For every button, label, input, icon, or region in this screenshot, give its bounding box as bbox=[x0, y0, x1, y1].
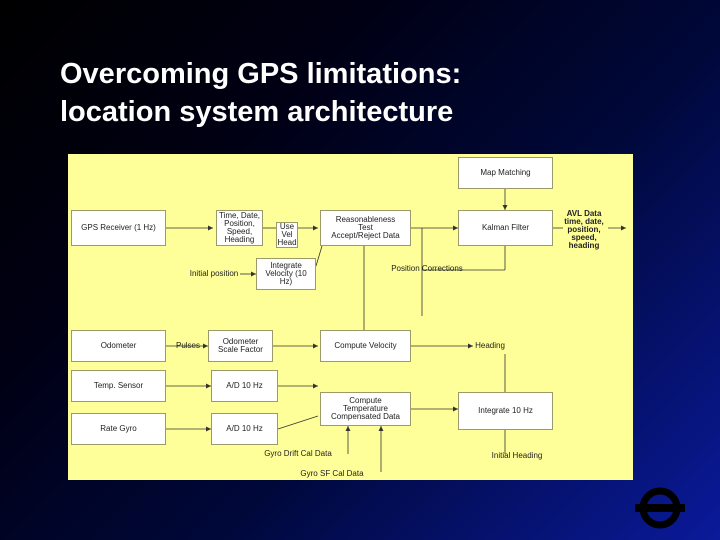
initial-heading-label: Initial Heading bbox=[491, 451, 543, 460]
title-line-2: location system architecture bbox=[60, 96, 454, 128]
use-vel-head-box: Use Vel Head bbox=[276, 222, 298, 248]
rate-gyro-box: Rate Gyro bbox=[71, 413, 166, 445]
diagram-connectors bbox=[166, 189, 626, 472]
underground-roundel-icon bbox=[635, 487, 685, 529]
ad-10hz-box-2: A/D 10 Hz bbox=[211, 413, 278, 445]
reasonableness-test-box: Reasonableness Test Accept/Reject Data bbox=[320, 210, 411, 246]
gyro-sf-cal-label: Gyro SF Cal Data bbox=[300, 469, 364, 478]
compute-temperature-box: Compute Temperature Compensated Data bbox=[320, 392, 411, 426]
title-line-1: Overcoming GPS limitations: bbox=[60, 58, 462, 90]
initial-position-label: Initial position bbox=[189, 269, 239, 278]
ad-10hz-box-1: A/D 10 Hz bbox=[211, 370, 278, 402]
architecture-diagram: GPS Receiver (1 Hz) Odometer Temp. Senso… bbox=[68, 154, 633, 480]
avl-data-label: AVL Data time, date, position, speed, he… bbox=[564, 209, 604, 250]
kalman-filter-box: Kalman Filter bbox=[458, 210, 553, 246]
map-matching-box: Map Matching bbox=[458, 157, 553, 189]
temp-sensor-box: Temp. Sensor bbox=[71, 370, 166, 402]
page-title: Overcoming GPS limitations: location sys… bbox=[60, 55, 680, 131]
time-date-box: Time, Date, Position, Speed, Heading bbox=[216, 210, 263, 246]
compute-velocity-box: Compute Velocity bbox=[320, 330, 411, 362]
pulses-label: Pulses bbox=[175, 341, 200, 350]
integrate-velocity-box: Integrate Velocity (10 Hz) bbox=[256, 258, 316, 290]
position-corrections-label: Position Corrections bbox=[391, 264, 463, 273]
integrate-10hz-box: Integrate 10 Hz bbox=[458, 392, 553, 430]
odometer-scale-factor-box: Odometer Scale Factor bbox=[208, 330, 273, 362]
heading-label: Heading bbox=[475, 341, 505, 350]
gyro-drift-cal-label: Gyro Drift Cal Data bbox=[264, 449, 332, 458]
gps-receiver-box: GPS Receiver (1 Hz) bbox=[71, 210, 166, 246]
odometer-box: Odometer bbox=[71, 330, 166, 362]
